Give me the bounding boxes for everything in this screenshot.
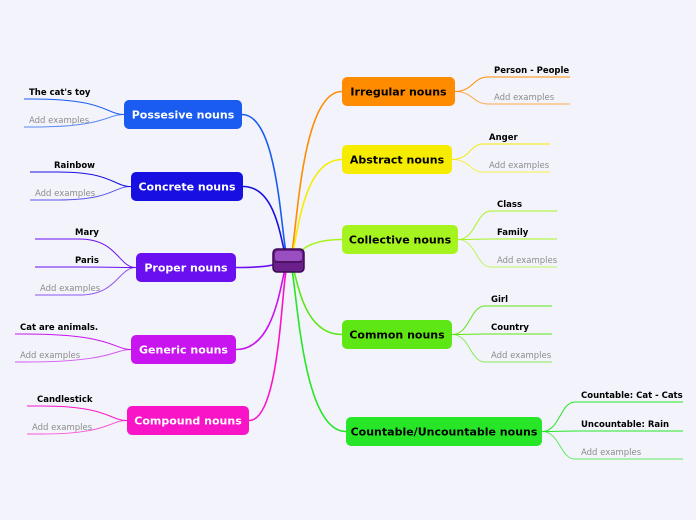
branch-node-box[interactable]	[342, 225, 458, 254]
add-examples-link[interactable]: Add examples	[40, 284, 101, 294]
leaf-topic[interactable]: Paris	[75, 256, 99, 266]
leaf-topic[interactable]: Countable: Cat - Cats	[581, 391, 683, 401]
leaf-connector	[32, 114, 125, 128]
branch-node-label: Proper nouns	[144, 262, 228, 275]
branch-node-box[interactable]	[131, 335, 236, 364]
branch-node[interactable]: Countable/Uncountable nouns	[346, 417, 542, 446]
leaf-connector	[57, 186, 132, 201]
add-examples-link[interactable]: Add examples	[20, 351, 81, 361]
branch-node-label: Countable/Uncountable nouns	[351, 426, 538, 439]
branch-node-box[interactable]	[131, 172, 243, 201]
leaf-connector	[451, 334, 486, 363]
branch-node-box[interactable]	[124, 100, 242, 129]
branch-node[interactable]: Compound nouns	[127, 406, 249, 435]
leaf-connector	[32, 98, 125, 115]
leaf-connector	[78, 267, 137, 296]
add-examples-link[interactable]: Add examples	[489, 161, 550, 171]
branch-node[interactable]: Abstract nouns	[342, 145, 452, 174]
central-topic[interactable]	[272, 248, 305, 273]
branch-node[interactable]: Common nouns	[342, 320, 452, 349]
leaf-connector	[23, 349, 132, 363]
add-examples-link[interactable]: Add examples	[32, 423, 93, 433]
leaf-topic[interactable]: Class	[497, 200, 522, 210]
branch-node-box[interactable]	[342, 145, 452, 174]
leaf-connector	[457, 210, 492, 240]
leaf-connector	[451, 305, 486, 335]
leaf-connector	[23, 333, 132, 350]
leaf-topic[interactable]: Rainbow	[54, 161, 95, 171]
branch-node-box[interactable]	[127, 406, 249, 435]
leaf-connector	[451, 333, 486, 335]
leaf-connector	[451, 159, 484, 173]
branch-node-box[interactable]	[346, 417, 542, 446]
leaf-topic[interactable]: Anger	[489, 133, 518, 143]
branch-node-box[interactable]	[342, 77, 455, 106]
branch-node-label: Generic nouns	[139, 344, 228, 357]
leaf-connector	[541, 431, 576, 460]
branch-node[interactable]: Proper nouns	[136, 253, 236, 282]
leaf-connector	[457, 238, 492, 240]
connector-line	[248, 260, 290, 422]
branch-node-label: Collective nouns	[349, 234, 452, 247]
branch-node[interactable]: Generic nouns	[131, 335, 236, 364]
branch-node[interactable]: Possesive nouns	[124, 100, 242, 129]
add-examples-link[interactable]: Add examples	[581, 448, 642, 458]
branch-node-label: Irregular nouns	[350, 86, 447, 99]
add-examples-link[interactable]: Add examples	[494, 93, 555, 103]
leaf-connector	[457, 239, 492, 268]
leaf-topic[interactable]: Girl	[491, 295, 508, 305]
leaf-connector	[40, 405, 128, 421]
leaf-connector	[541, 430, 576, 432]
connector-line	[235, 260, 290, 351]
add-examples-link[interactable]: Add examples	[35, 189, 96, 199]
branch-node[interactable]: Collective nouns	[342, 225, 458, 254]
leaf-topic[interactable]: Person - People	[494, 66, 569, 76]
branch-node-label: Concrete nouns	[138, 181, 235, 194]
branch-node[interactable]: Irregular nouns	[342, 77, 455, 106]
leaf-connector	[57, 171, 132, 187]
branch-node-label: Possesive nouns	[132, 109, 235, 122]
leaf-topic[interactable]: Family	[497, 228, 529, 238]
leaf-connector	[454, 76, 489, 92]
add-examples-link[interactable]: Add examples	[29, 116, 90, 126]
leaf-topic[interactable]: Mary	[75, 228, 99, 238]
branch-node-label: Common nouns	[349, 329, 445, 342]
add-examples-link[interactable]: Add examples	[491, 351, 552, 361]
leaf-connector	[40, 420, 128, 435]
branch-node-box[interactable]	[342, 320, 452, 349]
leaf-topic[interactable]: Candlestick	[37, 395, 93, 405]
add-examples-link[interactable]: Add examples	[497, 256, 558, 266]
leaf-connector	[78, 266, 137, 268]
leaf-topic[interactable]: Uncountable: Rain	[581, 420, 669, 430]
branch-node-label: Compound nouns	[134, 415, 242, 428]
leaf-connector	[454, 91, 489, 105]
branch-node[interactable]: Concrete nouns	[131, 172, 243, 201]
leaf-topic[interactable]: The cat's toy	[29, 88, 91, 98]
leaf-connector	[541, 401, 576, 432]
leaf-topic[interactable]: Country	[491, 323, 529, 333]
leaf-connector	[451, 143, 484, 160]
leaf-topic[interactable]: Cat are animals.	[20, 323, 98, 333]
branch-node-label: Abstract nouns	[350, 154, 445, 167]
branch-node-box[interactable]	[136, 253, 236, 282]
leaf-connector	[78, 238, 137, 268]
